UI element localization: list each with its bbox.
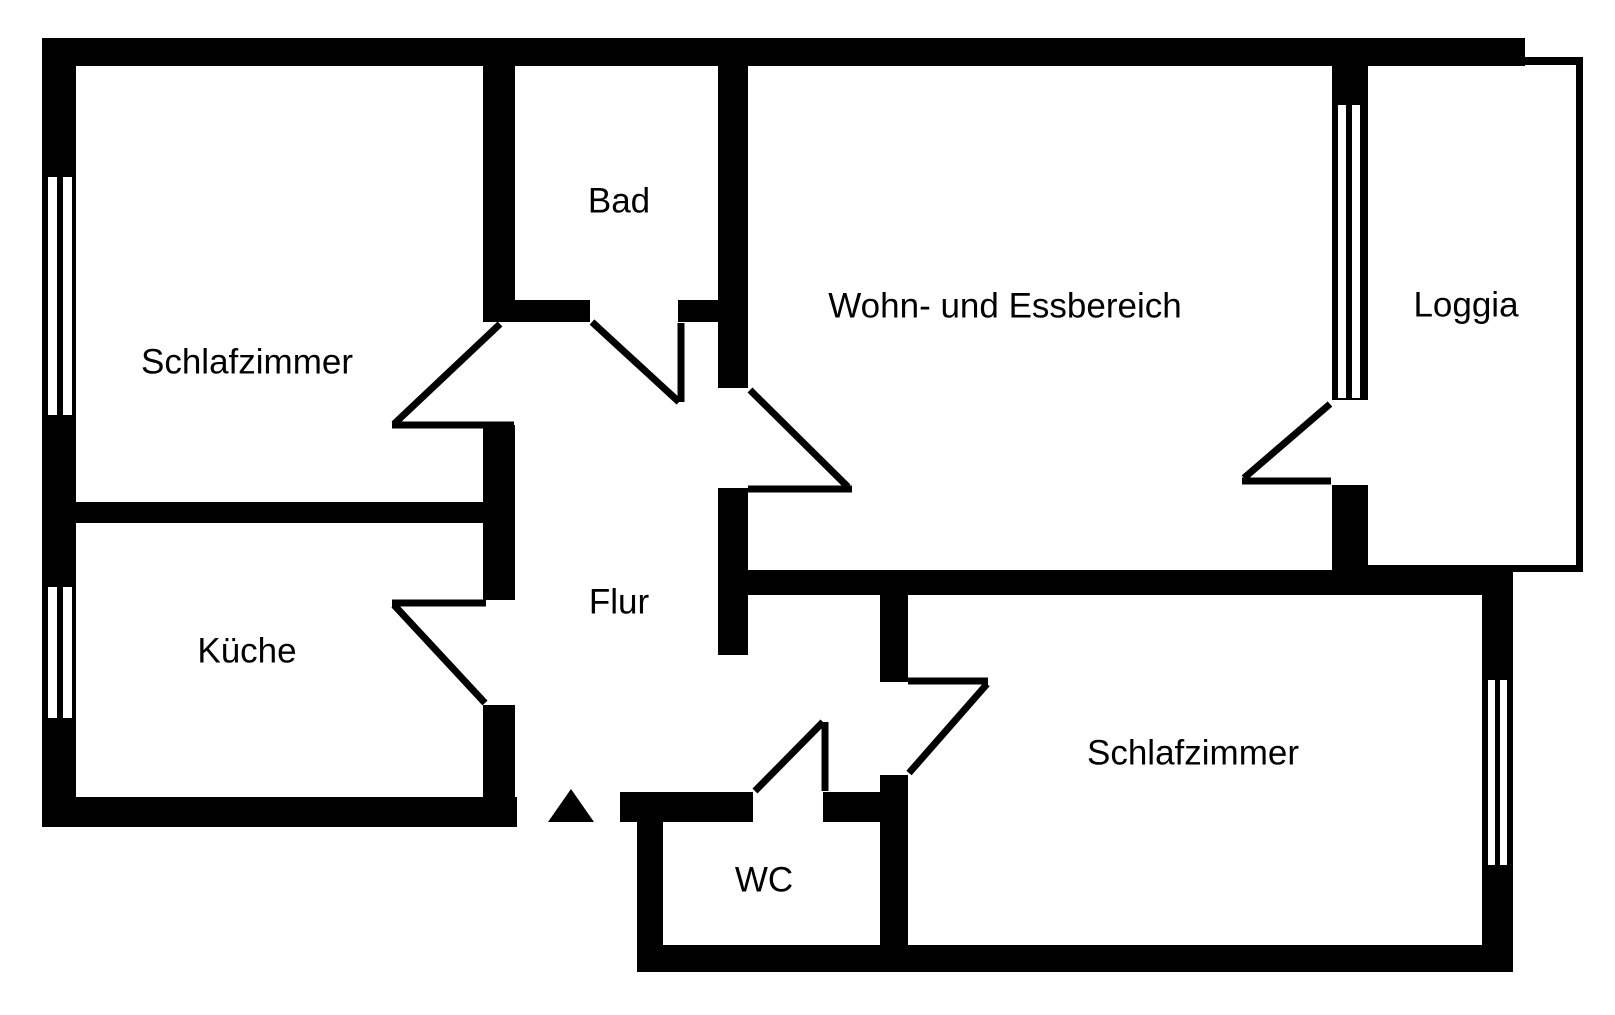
wall-segment bbox=[1576, 57, 1583, 572]
window-glazing-slot bbox=[48, 587, 57, 718]
wall-segment bbox=[76, 502, 483, 523]
door-swing-line bbox=[589, 319, 682, 405]
wall-segment bbox=[718, 488, 748, 655]
door-swing-line bbox=[752, 719, 826, 794]
window-glazing-slot bbox=[1352, 105, 1360, 398]
room-label-wohn-essbereich: Wohn- und Essbereich bbox=[828, 287, 1181, 326]
wall-segment bbox=[823, 792, 908, 822]
wall-segment bbox=[637, 822, 663, 945]
wall-segment bbox=[483, 425, 515, 600]
door-swing-line bbox=[391, 602, 488, 706]
wall-segment bbox=[515, 300, 590, 322]
wall-segment bbox=[483, 66, 515, 322]
door-swing-line bbox=[1241, 401, 1333, 481]
window-glazing-slot bbox=[48, 177, 57, 415]
wall-segment bbox=[1332, 57, 1368, 400]
door-swing-line bbox=[747, 387, 851, 490]
room-label-bad: Bad bbox=[588, 182, 650, 221]
window-glazing-slot bbox=[63, 587, 72, 718]
room-label-schlafzimmer-1: Schlafzimmer bbox=[141, 343, 353, 382]
door-swing-line bbox=[391, 321, 503, 427]
entrance-arrow-icon bbox=[548, 789, 594, 822]
room-label-flur: Flur bbox=[589, 583, 650, 622]
wall-segment bbox=[745, 570, 1482, 595]
wall-segment bbox=[483, 705, 515, 797]
room-label-loggia: Loggia bbox=[1413, 286, 1519, 325]
window-glazing-slot bbox=[63, 177, 72, 415]
wall-segment bbox=[1332, 485, 1368, 570]
wall-segment bbox=[678, 300, 720, 322]
room-label-schlafzimmer-2: Schlafzimmer bbox=[1087, 734, 1299, 773]
window-glazing-slot bbox=[1488, 680, 1495, 865]
wall-segment bbox=[1368, 565, 1583, 572]
window-glazing-slot bbox=[1500, 680, 1507, 865]
wall-segment bbox=[620, 792, 753, 822]
wall-segment bbox=[1482, 570, 1513, 972]
wall-segment bbox=[42, 797, 517, 827]
wall-segment bbox=[42, 38, 1525, 66]
window-glazing-slot bbox=[1338, 105, 1346, 398]
wall-segment bbox=[637, 945, 1513, 972]
wall-segment bbox=[718, 66, 748, 388]
room-label-kueche: Küche bbox=[197, 632, 296, 671]
door-swing-line bbox=[906, 681, 990, 776]
room-label-wc: WC bbox=[735, 861, 793, 900]
wall-segment bbox=[880, 595, 908, 682]
wall-segment bbox=[1523, 57, 1583, 65]
